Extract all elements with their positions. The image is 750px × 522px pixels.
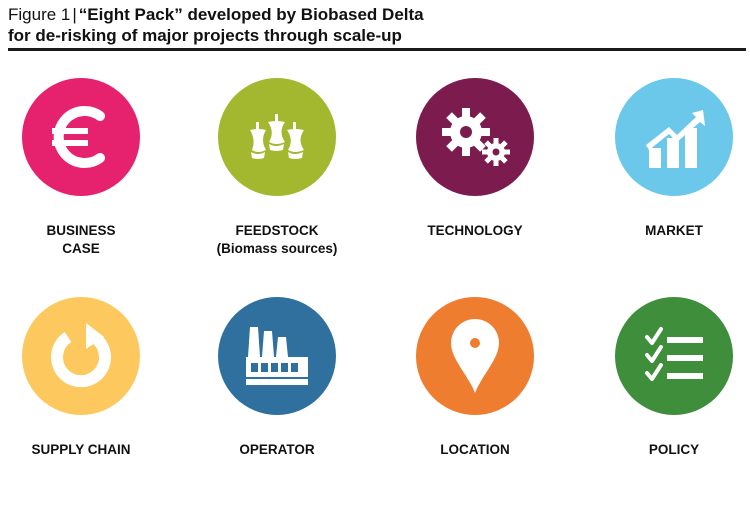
item-technology: TECHNOLOGY — [385, 78, 565, 240]
label-line-1: FEEDSTOCK — [235, 223, 319, 238]
label-line-1: BUSINESS — [46, 223, 116, 238]
feedstock-label: FEEDSTOCK (Biomass sources) — [187, 222, 367, 258]
figure-label: Figure 1 — [8, 5, 71, 24]
supply-chain-label: SUPPLY CHAIN — [0, 441, 171, 459]
market-circle — [615, 78, 733, 196]
operator-label: OPERATOR — [187, 441, 367, 459]
cycle-arrow-icon — [51, 323, 111, 388]
label-line-1: SUPPLY CHAIN — [31, 442, 131, 457]
supply-chain-circle — [22, 297, 140, 415]
apple-core-icon — [250, 114, 304, 159]
business-case-circle — [22, 78, 140, 196]
label-line-2: (Biomass sources) — [216, 241, 338, 256]
label-line-1: MARKET — [645, 223, 703, 238]
factory-icon — [246, 327, 308, 385]
title-separator: | — [72, 5, 77, 24]
label-line-1: OPERATOR — [239, 442, 315, 457]
item-operator: OPERATOR — [187, 297, 367, 459]
business-case-label: BUSINESS CASE — [0, 222, 171, 258]
checklist-icon — [645, 327, 703, 381]
euro-icon — [52, 106, 105, 168]
location-circle — [416, 297, 534, 415]
location-pin-icon — [451, 319, 499, 393]
policy-label: POLICY — [584, 441, 750, 459]
header-divider — [8, 48, 746, 51]
label-line-1: POLICY — [648, 442, 700, 457]
title-line-1: Figure 1|“Eight Pack” developed by Bioba… — [8, 4, 744, 25]
title-line-2: for de-risking of major projects through… — [8, 26, 402, 45]
item-location: LOCATION — [385, 297, 565, 459]
feedstock-circle — [218, 78, 336, 196]
gears-icon — [442, 108, 510, 166]
figure-title: “Eight Pack” developed by Biobased Delta — [78, 5, 424, 24]
label-line-2: CASE — [62, 241, 100, 256]
item-policy: POLICY — [584, 297, 750, 459]
operator-circle — [218, 297, 336, 415]
market-label: MARKET — [584, 222, 750, 240]
technology-label: TECHNOLOGY — [385, 222, 565, 240]
item-supply-chain: SUPPLY CHAIN — [0, 297, 171, 459]
growth-chart-icon — [646, 110, 705, 168]
item-feedstock: FEEDSTOCK (Biomass sources) — [187, 78, 367, 258]
policy-circle — [615, 297, 733, 415]
item-market: MARKET — [584, 78, 750, 240]
technology-circle — [416, 78, 534, 196]
location-label: LOCATION — [385, 441, 565, 459]
item-business-case: BUSINESS CASE — [0, 78, 171, 258]
figure-header: Figure 1|“Eight Pack” developed by Bioba… — [8, 4, 744, 46]
label-line-1: TECHNOLOGY — [427, 223, 523, 238]
label-line-1: LOCATION — [440, 442, 510, 457]
